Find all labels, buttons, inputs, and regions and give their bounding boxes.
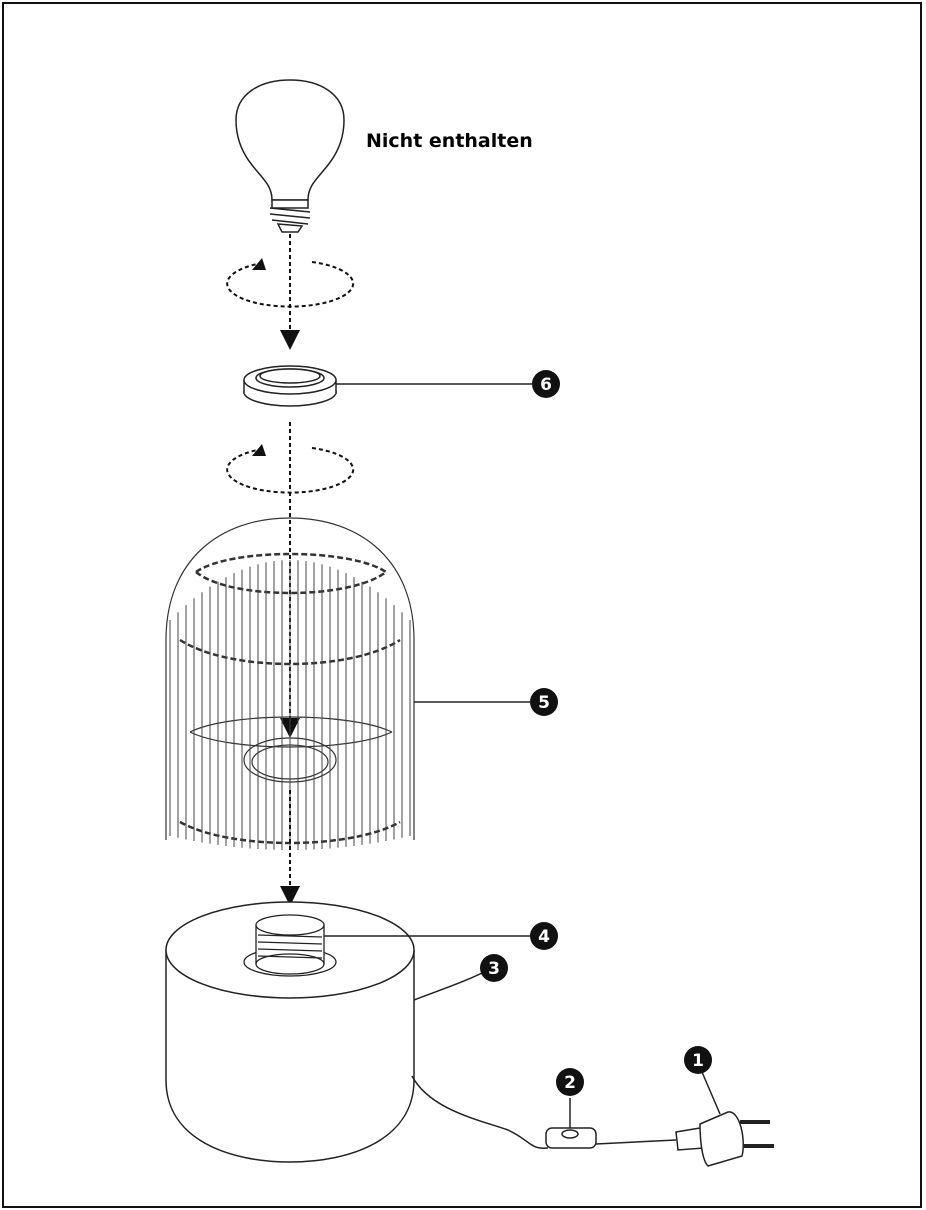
callout-3: 3 (480, 954, 508, 982)
callout-4: 4 (530, 922, 558, 950)
power-plug (675, 1111, 774, 1167)
rotation-arrow-top (226, 261, 355, 308)
callout-1: 1 (684, 1046, 712, 1074)
not-included-note: Nicht enthalten (366, 130, 533, 152)
leader-line-1 (701, 1071, 721, 1115)
callout-5: 5 (530, 688, 558, 716)
callout-1-number: 1 (692, 1051, 704, 1071)
shade-rods (169, 560, 411, 850)
power-cable (411, 1075, 549, 1149)
rotation-arrowhead-middle (252, 444, 266, 456)
callout-3-number: 3 (488, 959, 500, 979)
leader-line-3 (413, 967, 493, 1001)
ring-nut (243, 365, 337, 407)
rotation-arrow-middle (226, 447, 355, 494)
socket (243, 914, 337, 977)
callout-4-number: 4 (538, 927, 550, 947)
inline-switch (545, 1127, 597, 1149)
callout-6-number: 6 (540, 375, 552, 395)
callout-2-number: 2 (564, 1073, 576, 1093)
rotation-arrowhead-top (252, 258, 266, 270)
light-bulb (235, 79, 345, 233)
cable-to-plug (595, 1139, 677, 1145)
callout-2: 2 (556, 1068, 584, 1096)
callout-5-number: 5 (538, 693, 550, 713)
callout-6: 6 (532, 370, 560, 398)
